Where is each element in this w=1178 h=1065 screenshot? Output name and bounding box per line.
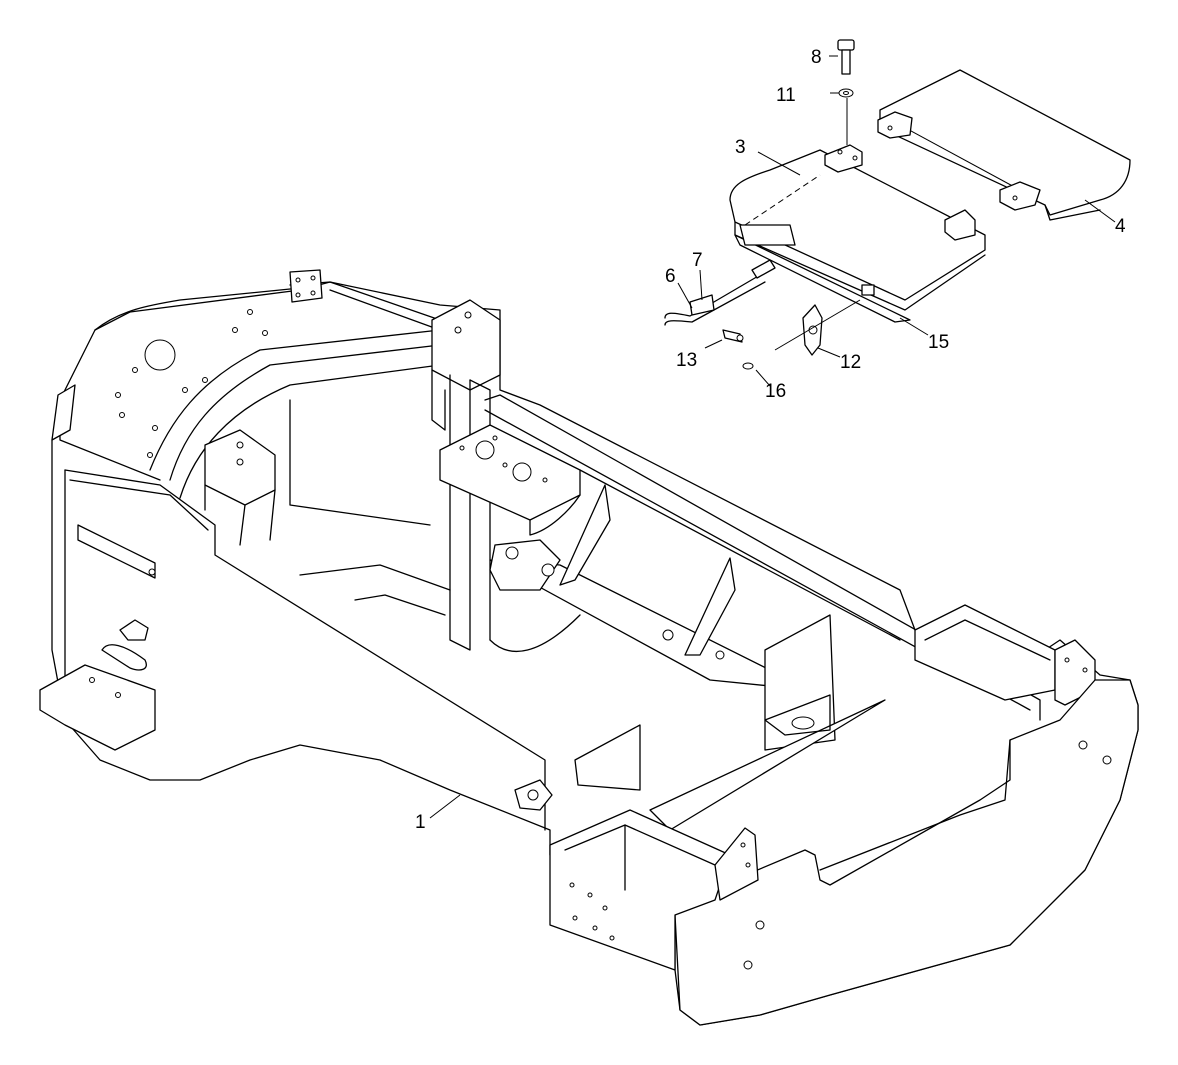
callout-13: 13 bbox=[676, 350, 697, 371]
lid-part-4 bbox=[877, 69, 1131, 221]
leader-lines bbox=[429, 55, 1116, 819]
callout-3: 3 bbox=[735, 137, 746, 158]
callout-11: 11 bbox=[776, 85, 796, 106]
callout-16: 16 bbox=[765, 381, 786, 402]
callout-1: 1 bbox=[415, 812, 426, 833]
cover-part-3 bbox=[729, 144, 986, 323]
bolt-part-8 bbox=[837, 39, 855, 75]
rivet-part-16 bbox=[742, 362, 754, 370]
screw-part-13 bbox=[722, 329, 744, 343]
callout-4: 4 bbox=[1115, 216, 1126, 237]
rod-part-6 bbox=[664, 259, 776, 326]
callout-12: 12 bbox=[840, 352, 861, 373]
latch-part-12 bbox=[802, 304, 823, 356]
clip-part-7 bbox=[689, 294, 715, 316]
callout-7: 7 bbox=[692, 250, 703, 271]
main-frame-part-1 bbox=[39, 269, 1139, 1026]
washer-part-11 bbox=[838, 88, 854, 98]
callout-15: 15 bbox=[928, 332, 949, 353]
callout-8: 8 bbox=[811, 47, 822, 68]
callout-6: 6 bbox=[665, 266, 676, 287]
callout-labels: 1 3 4 6 7 8 11 12 13 15 16 bbox=[415, 47, 1126, 833]
